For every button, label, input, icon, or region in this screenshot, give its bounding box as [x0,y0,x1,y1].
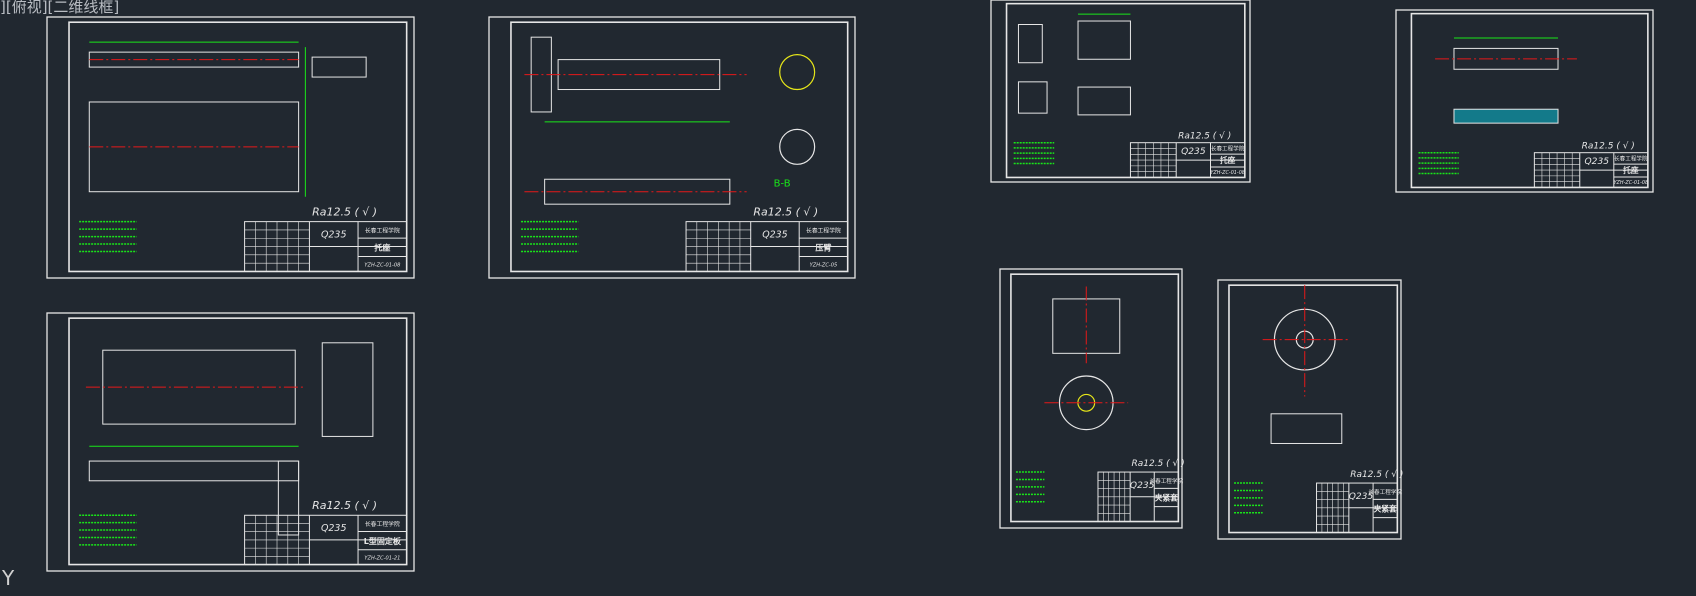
drawing-number: YZH-ZC-01-08 [1210,170,1245,176]
part-name: L型固定板 [364,536,402,546]
roughness-symbol: Ra12.5 ( √ ) [1582,140,1635,151]
sheet-border [990,0,1251,183]
part-outline [1017,81,1048,114]
sheet-border [999,268,1183,529]
viewport-controls-label[interactable]: ][俯视][二维线框] [0,0,120,16]
part-outline [1077,86,1131,116]
sheet-border [488,16,856,279]
material-label: Q235 [1349,492,1374,502]
material-label: Q235 [321,523,347,534]
drawing-number: YZH-ZC-01-21 [364,556,400,562]
roughness-symbol: Ra12.5 ( √ ) [1178,130,1231,141]
school-name: 长春工程学院 [365,227,400,235]
part-circle [779,54,816,91]
inner-frame [1005,2,1246,179]
part-name: 夹紧套 [1155,493,1178,503]
inner-frame [1228,284,1399,534]
inner-frame [1010,273,1180,523]
part-name: 夹紧套 [1374,504,1397,514]
part-outline [88,460,300,482]
sheet-border [1395,9,1654,193]
roughness-symbol: Ra12.5 ( √ ) [312,499,377,512]
part-outline [1453,108,1559,124]
section-label: B-B [774,179,791,190]
school-name: 长春工程学院 [1368,488,1402,496]
part-outline [321,342,374,437]
material-label: Q235 [1130,481,1155,491]
school-name: 长春工程学院 [1614,154,1648,162]
drawing-number: YZH-ZC-01-08 [364,262,401,268]
sheet-border [46,16,415,279]
part-circle [779,128,816,165]
sheet-border [46,312,415,572]
part-outline [1270,413,1343,444]
part-outline [1017,23,1043,64]
drawing-number: YZH-ZC-01-08 [1614,180,1649,186]
inner-frame [1410,12,1649,189]
drawing-number: YZH-ZC-05 [810,262,838,268]
school-name: 长春工程学院 [1150,477,1184,485]
roughness-symbol: Ra12.5 ( √ ) [312,205,377,218]
part-name: 托座 [374,243,390,253]
material-label: Q235 [321,230,347,241]
roughness-symbol: Ra12.5 ( √ ) [1350,469,1403,480]
part-name: 压臂 [815,243,831,253]
part-outline [277,460,300,536]
material-label: Q235 [1181,147,1206,157]
inner-frame [68,317,408,566]
part-outline [1077,20,1131,60]
ucs-icon: Y [2,566,15,590]
inner-frame [510,21,849,273]
drawing-sheet[interactable]: Ra12.5 ( √ ) Q235 长春工程学院 L型固定板 YZH-ZC-01-21 [46,312,415,572]
school-name: 长春工程学院 [806,227,841,235]
school-name: 长春工程学院 [1211,144,1245,152]
part-name: 托座 [1623,165,1639,175]
roughness-symbol: Ra12.5 ( √ ) [1131,458,1184,469]
material-label: Q235 [1585,157,1610,167]
material-label: Q235 [762,230,787,241]
part-name: 托座 [1220,155,1236,165]
inner-frame [68,21,408,273]
school-name: 长春工程学院 [365,520,400,528]
sheet-border [1217,279,1402,540]
roughness-symbol: Ra12.5 ( √ ) [753,205,818,218]
part-outline [311,56,367,78]
